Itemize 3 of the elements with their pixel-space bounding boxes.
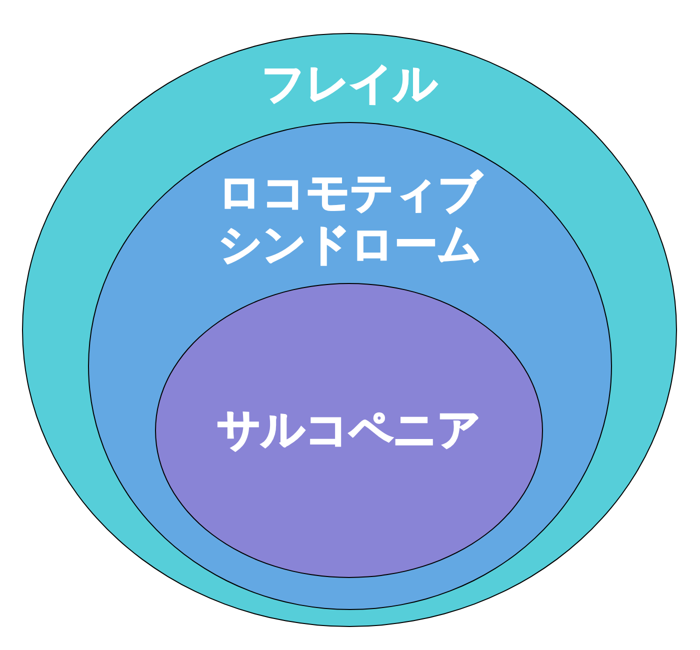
- region-label: ロコモティブシンドローム: [217, 167, 484, 272]
- region-label: フレイル: [262, 58, 438, 110]
- region-label: サルコペニア: [217, 404, 481, 457]
